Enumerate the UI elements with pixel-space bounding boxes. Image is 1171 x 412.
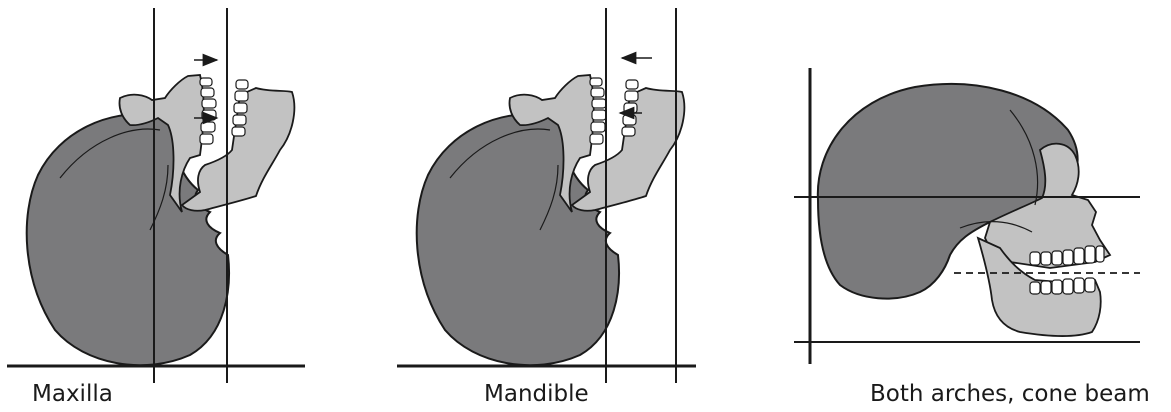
caption-both-arches: Both arches, cone beam <box>870 381 1150 407</box>
caption-maxilla: Maxilla <box>32 381 113 407</box>
upper-teeth <box>200 78 216 144</box>
panel-maxilla <box>7 8 305 383</box>
panel-mandible <box>397 8 696 383</box>
upper-teeth <box>590 78 606 144</box>
panel-both-arches <box>794 68 1140 364</box>
caption-mandible: Mandible <box>484 381 589 407</box>
